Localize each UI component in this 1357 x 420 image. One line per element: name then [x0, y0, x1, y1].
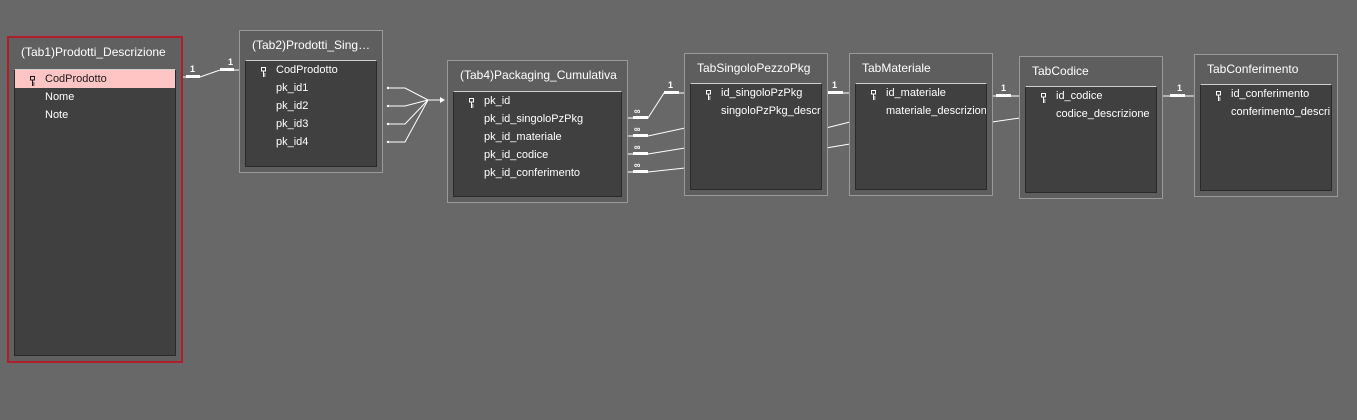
field-name: Note [45, 109, 69, 121]
field-row[interactable]: pk_id_materiale [454, 128, 621, 146]
field-row[interactable]: id_singoloPzPkg [691, 84, 821, 102]
field-name: pk_id4 [276, 136, 309, 148]
field-row[interactable]: pk_id4 [246, 133, 376, 151]
field-name: id_codice [1056, 90, 1103, 102]
field-row[interactable]: Nome [15, 88, 175, 106]
rel-label: 1 [832, 80, 837, 90]
table-tab4[interactable]: (Tab4)Packaging_Cumulativa pk_id pk_id_si… [447, 60, 628, 203]
table-title[interactable]: (Tab1)Prodotti_Descrizione [21, 45, 166, 59]
primary-key-icon [30, 74, 35, 86]
primary-key-icon [1041, 91, 1046, 103]
field-name: codice_descrizione [1056, 108, 1150, 120]
table-title[interactable]: TabSingoloPezzoPkg [697, 61, 811, 75]
field-list: id_singoloPzPkg singoloPzPkg_descri [690, 83, 822, 190]
field-row[interactable]: pk_id_conferimento [454, 164, 621, 182]
rel-label: ∞ [634, 142, 641, 152]
field-name: CodProdotto [276, 64, 338, 76]
primary-key-icon [1216, 89, 1221, 101]
field-name: pk_id3 [276, 118, 309, 130]
field-name: id_singoloPzPkg [721, 87, 803, 99]
primary-key-icon [706, 88, 711, 100]
field-row[interactable]: pk_id_singoloPzPkg [454, 110, 621, 128]
field-row[interactable]: pk_id2 [246, 97, 376, 115]
primary-key-icon [261, 65, 266, 77]
table-title[interactable]: (Tab2)Prodotti_Singol... [252, 38, 376, 52]
field-row[interactable]: conferimento_descri [1201, 103, 1331, 121]
table-title[interactable]: TabCodice [1032, 64, 1089, 78]
field-name: id_conferimento [1231, 88, 1310, 100]
field-row[interactable]: id_conferimento [1201, 85, 1331, 103]
rel-label: 1 [668, 80, 673, 90]
primary-key-icon [469, 96, 474, 108]
rel-label: ∞ [634, 124, 641, 134]
field-name: pk_id2 [276, 100, 309, 112]
field-list: CodProdotto pk_id1 pk_id2 pk_id3 pk_id4 [245, 60, 377, 167]
field-row[interactable]: id_codice [1026, 87, 1156, 105]
table-tabconferimento[interactable]: TabConferimento id_conferimento conferime… [1194, 54, 1338, 197]
field-row[interactable]: singoloPzPkg_descri [691, 102, 821, 120]
field-name: materiale_descrizion [886, 105, 987, 117]
rel-label: ∞ [634, 106, 641, 116]
rel-label: ∞ [634, 160, 641, 170]
rel-label: 1 [1177, 83, 1182, 93]
field-row[interactable]: Note [15, 106, 175, 124]
field-name: singoloPzPkg_descri [721, 105, 822, 117]
primary-key-icon [871, 88, 876, 100]
table-tab2[interactable]: (Tab2)Prodotti_Singol... CodProdotto pk_i… [239, 30, 383, 173]
field-row[interactable]: pk_id3 [246, 115, 376, 133]
rel-label: 1 [228, 57, 233, 67]
field-name: CodProdotto [45, 73, 107, 85]
field-row[interactable]: pk_id [454, 92, 621, 110]
field-list: id_codice codice_descrizione [1025, 86, 1157, 193]
field-name: conferimento_descri [1231, 106, 1331, 118]
field-row[interactable]: id_materiale [856, 84, 986, 102]
field-row[interactable]: pk_id_codice [454, 146, 621, 164]
field-row[interactable]: pk_id1 [246, 79, 376, 97]
field-name: pk_id_singoloPzPkg [484, 113, 584, 125]
table-tabcodice[interactable]: TabCodice id_codice codice_descrizione [1019, 56, 1163, 199]
field-name: pk_id1 [276, 82, 309, 94]
field-row[interactable]: materiale_descrizion [856, 102, 986, 120]
field-name: id_materiale [886, 87, 946, 99]
field-row[interactable]: codice_descrizione [1026, 105, 1156, 123]
field-name: pk_id_conferimento [484, 167, 581, 179]
field-list: id_materiale materiale_descrizion [855, 83, 987, 190]
rel-label: 1 [1001, 83, 1006, 93]
field-name: Nome [45, 91, 75, 103]
field-row[interactable]: CodProdotto [246, 61, 376, 79]
table-title[interactable]: TabMateriale [862, 61, 931, 75]
rel-label: 1 [190, 64, 195, 74]
field-name: pk_id_codice [484, 149, 549, 161]
table-title[interactable]: (Tab4)Packaging_Cumulativa [460, 68, 617, 82]
field-name: pk_id_materiale [484, 131, 562, 143]
field-row[interactable]: CodProdotto [15, 70, 175, 88]
table-tabmateriale[interactable]: TabMateriale id_materiale materiale_descr… [849, 53, 993, 196]
field-name: pk_id [484, 95, 511, 107]
field-list: id_conferimento conferimento_descri [1200, 84, 1332, 191]
table-title[interactable]: TabConferimento [1207, 62, 1299, 76]
